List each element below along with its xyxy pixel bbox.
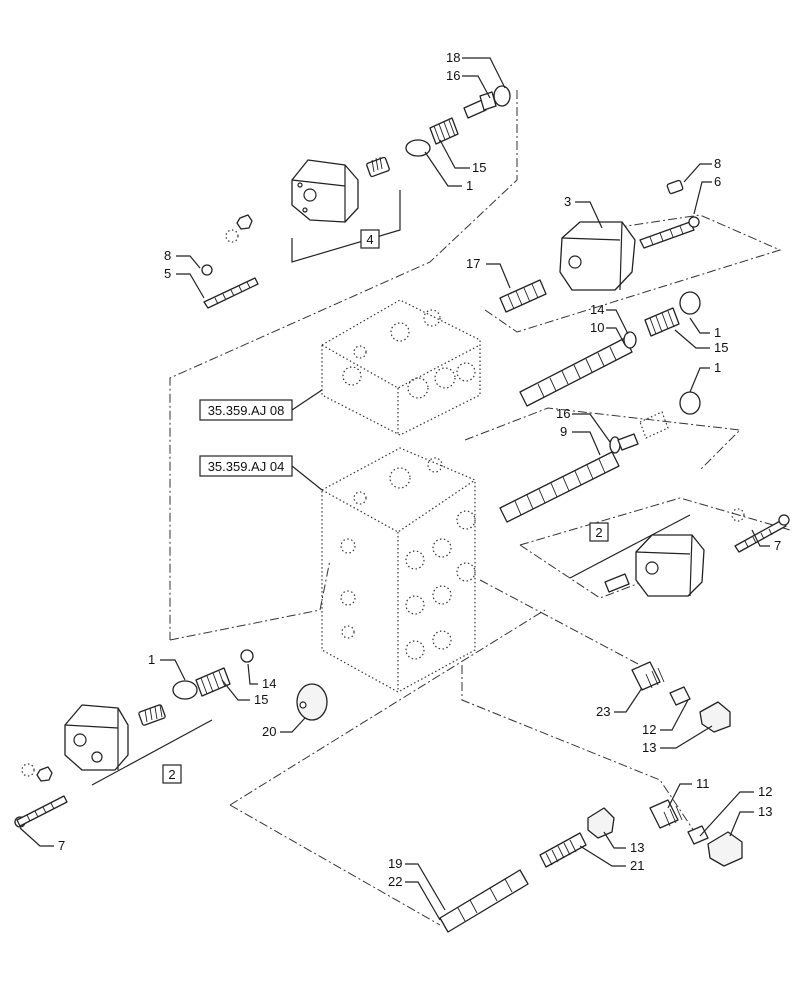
relief-valve-11 <box>649 799 743 867</box>
callout-20: 20 <box>262 724 276 739</box>
callout-19: 19 <box>388 856 402 871</box>
relief-valve-23 <box>631 661 731 733</box>
callout-15: 15 <box>254 692 268 707</box>
svg-text:2: 2 <box>168 767 175 782</box>
callout-7: 7 <box>58 838 65 853</box>
callout-13: 13 <box>642 740 656 755</box>
solenoid-cap-lower-left <box>14 649 328 828</box>
solenoid-cap-right <box>604 508 790 597</box>
boxed-callout-4: 4 <box>360 229 380 249</box>
spool-9 <box>499 433 639 523</box>
callout-23: 23 <box>596 704 610 719</box>
callout-17: 17 <box>466 256 480 271</box>
reference-35-359-aj-08[interactable]: 35.359.AJ 08 <box>199 389 323 421</box>
callout-6: 6 <box>714 174 721 189</box>
callout-15: 15 <box>472 160 486 175</box>
callout-11: 11 <box>696 776 710 791</box>
callout-10: 10 <box>590 320 604 335</box>
boxed-callout-2-left: 2 <box>91 719 213 786</box>
callout-1: 1 <box>148 652 155 667</box>
callout-16: 16 <box>556 406 570 421</box>
callout-18: 18 <box>446 50 460 65</box>
reference-35-359-aj-04[interactable]: 35.359.AJ 04 <box>199 455 323 491</box>
relief-valve-bottom <box>439 807 615 933</box>
callout-12: 12 <box>642 722 656 737</box>
callout-13: 13 <box>630 840 644 855</box>
valve-block-upper <box>321 299 481 436</box>
callout-12: 12 <box>758 784 772 799</box>
callout-13: 13 <box>758 804 772 819</box>
solenoid-cap-3 <box>499 179 700 313</box>
callout-16: 16 <box>446 68 460 83</box>
leader-lines <box>19 57 770 921</box>
callout-15: 15 <box>714 340 728 355</box>
valve-block-lower <box>321 447 476 693</box>
svg-text:4: 4 <box>366 232 373 247</box>
svg-text:2: 2 <box>595 525 602 540</box>
callout-1: 1 <box>714 325 721 340</box>
callout-5: 5 <box>164 266 171 281</box>
assembly-guide-lines <box>169 90 791 926</box>
callout-21: 21 <box>630 858 644 873</box>
spool-10 <box>519 291 701 439</box>
svg-text:35.359.AJ 08: 35.359.AJ 08 <box>208 403 285 418</box>
callout-1: 1 <box>714 360 721 375</box>
callout-7: 7 <box>774 538 781 553</box>
boxed-callout-2-right: 2 <box>569 514 691 579</box>
callout-14: 14 <box>262 676 276 691</box>
callout-3: 3 <box>564 194 571 209</box>
callout-22: 22 <box>388 874 402 889</box>
callout-labels: 18 16 15 1 8 6 3 8 5 17 14 10 1 15 1 16 … <box>58 50 781 889</box>
callout-8: 8 <box>714 156 721 171</box>
solenoid-cap-top <box>225 156 401 263</box>
callout-14: 14 <box>590 302 604 317</box>
callout-8: 8 <box>164 248 171 263</box>
callout-1: 1 <box>466 178 473 193</box>
spring-and-plunger-top <box>201 85 511 309</box>
svg-text:35.359.AJ 04: 35.359.AJ 04 <box>208 459 285 474</box>
callout-9: 9 <box>560 424 567 439</box>
